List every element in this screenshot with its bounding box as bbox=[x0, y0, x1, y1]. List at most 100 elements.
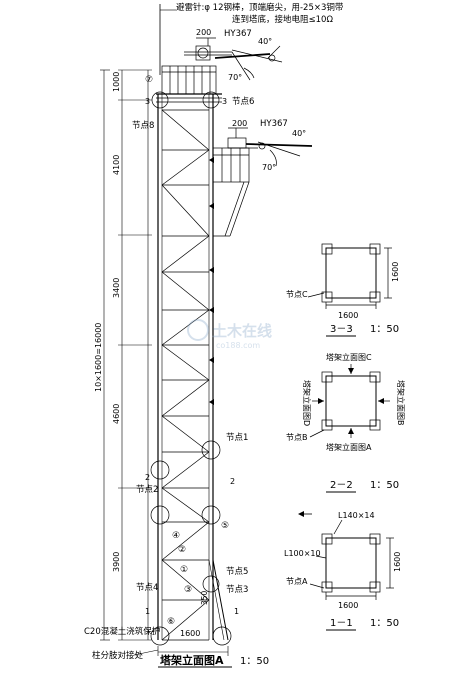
dim-seg5: 3900 bbox=[112, 552, 121, 572]
tower-diagonal-11 bbox=[161, 521, 210, 561]
leg-marker-2 bbox=[209, 267, 214, 273]
section-1-1-scale: 1：50 bbox=[370, 618, 399, 629]
tower-diagonal-9 bbox=[161, 451, 210, 489]
section-2-2 bbox=[309, 364, 390, 438]
section-2-2-top-label: 塔架立面图C bbox=[326, 352, 372, 362]
watermark-sub: co188.com bbox=[216, 341, 260, 350]
watermark-main: 土木在线 bbox=[212, 322, 272, 340]
node3-label: 节点3 bbox=[226, 585, 248, 595]
section-tag-2-right: 2 bbox=[230, 477, 235, 486]
base-width-dim: 1600 bbox=[180, 629, 200, 638]
tower-bracing bbox=[161, 109, 210, 641]
section-2-2-caption: 2－2 bbox=[330, 480, 353, 491]
section-2-2-scale: 1：50 bbox=[370, 480, 399, 491]
tower-diagonal-0 bbox=[161, 109, 210, 151]
base-small-dim: 350 bbox=[200, 590, 209, 605]
tower-diagonal-5 bbox=[161, 309, 210, 346]
tower-diagonal-4 bbox=[161, 271, 210, 311]
section-2-2-arrow-left bbox=[318, 398, 324, 404]
section-2-2-left-label: 塔架立面图D bbox=[302, 380, 312, 426]
member-mark-3: ③ bbox=[184, 585, 192, 595]
section-1-1-dim-h: 1600 bbox=[338, 601, 358, 610]
tower-diagonal-12 bbox=[161, 559, 210, 601]
tower-diagonal-7 bbox=[161, 379, 210, 417]
watermark: 土木在线 co188.com bbox=[187, 319, 272, 350]
node5-label: 节点5 bbox=[226, 567, 248, 577]
node1-label: 节点1 bbox=[226, 433, 248, 443]
member-mark-4: ④ bbox=[172, 531, 180, 541]
leg-marker-4 bbox=[209, 357, 214, 363]
lower-angle-a: 70° bbox=[262, 163, 276, 172]
section-tag-3-left: 3 bbox=[145, 97, 150, 106]
concrete-note: C20混凝土浇筑保护 bbox=[84, 626, 160, 637]
member-mark-2: ② bbox=[178, 545, 186, 555]
section-2-2-node: 节点B bbox=[286, 433, 308, 442]
left-dimension-lines bbox=[100, 69, 152, 641]
member-mark-1: ① bbox=[180, 565, 188, 575]
upper-angle-b: 40° bbox=[258, 37, 272, 46]
lower-dim-label: 200 bbox=[232, 119, 247, 128]
ground-note-leader bbox=[133, 649, 159, 656]
tower-diagonal-13 bbox=[161, 599, 210, 641]
section-1-1-caption: 1－1 bbox=[330, 618, 353, 629]
top-note-line2: 连到塔底，接地电阻≤10Ω bbox=[232, 14, 333, 25]
base-dimension bbox=[157, 646, 229, 656]
section-2-2-arrow-right bbox=[378, 398, 384, 404]
section-3-3-dim-v: 1600 bbox=[391, 262, 400, 282]
section-2-2-right-label: 塔架立面图B bbox=[396, 380, 406, 426]
node8-label: 节点8 bbox=[132, 121, 154, 131]
section-1-1-dim-v: 1600 bbox=[393, 552, 402, 572]
section-2-2-arrow-top bbox=[348, 368, 354, 374]
tower-diagonal-8 bbox=[161, 415, 210, 453]
node4-label: 节点4 bbox=[136, 583, 158, 593]
dim-total: 10×1600=16000 bbox=[94, 323, 103, 392]
dim-seg2: 4100 bbox=[112, 155, 121, 175]
tower-diagonal-3 bbox=[161, 235, 210, 273]
drawing-scale: 1：50 bbox=[240, 656, 269, 667]
section-tag-1-right: 1 bbox=[234, 607, 239, 616]
section-3-3-scale: 1：50 bbox=[370, 324, 399, 335]
top-platform bbox=[156, 65, 222, 103]
section-2-2-bottom-label: 塔架立面图A bbox=[326, 442, 372, 452]
section-1-1-node: 节点A bbox=[286, 577, 308, 586]
section-1-1-direction-arrow bbox=[298, 511, 304, 517]
member-mark-5: ⑤ bbox=[221, 521, 229, 531]
section-1-1 bbox=[309, 519, 394, 600]
node6-label: 节点6 bbox=[232, 97, 254, 107]
upper-angle-a: 70° bbox=[228, 73, 242, 82]
section-2-2-arrow-bottom bbox=[348, 428, 354, 434]
section-3-3 bbox=[307, 243, 392, 309]
section-3-3-node: 节点C bbox=[286, 290, 308, 299]
section-tag-1-left: 1 bbox=[145, 607, 150, 616]
dim-seg3: 3400 bbox=[112, 278, 121, 298]
tower-diagonal-10 bbox=[161, 487, 210, 523]
dim-seg4: 4600 bbox=[112, 404, 121, 424]
leg-marker-1 bbox=[209, 203, 214, 209]
mid-platform bbox=[212, 147, 250, 237]
section-tag-3-right: 3 bbox=[222, 97, 227, 106]
lower-angle-b: 40° bbox=[292, 129, 306, 138]
tower-diagonal-1 bbox=[161, 149, 210, 186]
dim-seg1: 1000 bbox=[112, 72, 121, 92]
section-3-3-caption: 3－3 bbox=[330, 324, 353, 335]
section-tag-2-left: 2 bbox=[145, 473, 150, 482]
section-1-1-angle-top: L140×14 bbox=[338, 511, 375, 520]
section-1-1-angle-left: L100×10 bbox=[284, 549, 321, 558]
leg-marker-5 bbox=[209, 399, 214, 405]
ground-note: 柱分肢对接处 bbox=[92, 650, 144, 661]
node2-label: 节点2 bbox=[136, 485, 158, 495]
lower-model-label: HY367 bbox=[260, 119, 288, 129]
drawing-title: 塔架立面图A bbox=[160, 653, 224, 667]
detail-circles bbox=[150, 91, 232, 646]
section-3-3-dim-h: 1600 bbox=[338, 311, 358, 320]
top-note-line1: 避雷针:φ 12钢棒，顶端磨尖，用-25×3铜带 bbox=[176, 2, 344, 13]
member-mark-6: ⑥ bbox=[167, 617, 175, 627]
member-mark-7: ⑦ bbox=[145, 75, 153, 85]
leg-marker-0 bbox=[209, 157, 214, 163]
tower-legs bbox=[157, 94, 229, 641]
leg-marker-3 bbox=[209, 307, 214, 313]
tower-diagonal-6 bbox=[161, 344, 210, 381]
upper-antenna bbox=[184, 37, 283, 81]
